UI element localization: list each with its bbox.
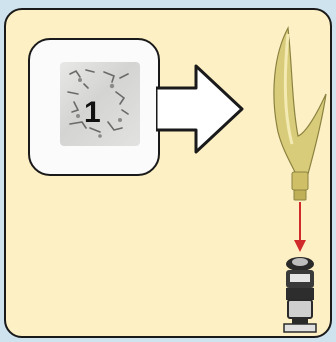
down-arrow-icon <box>294 202 306 252</box>
assembly-figure <box>262 24 332 338</box>
parts-callout-box: 1 <box>28 38 160 176</box>
ball-joint-icon <box>284 257 316 332</box>
instruction-step-panel: 1 <box>4 8 332 338</box>
right-arrow-icon <box>156 64 244 159</box>
step-number: 1 <box>84 98 101 128</box>
yellow-blade-icon <box>274 28 326 200</box>
